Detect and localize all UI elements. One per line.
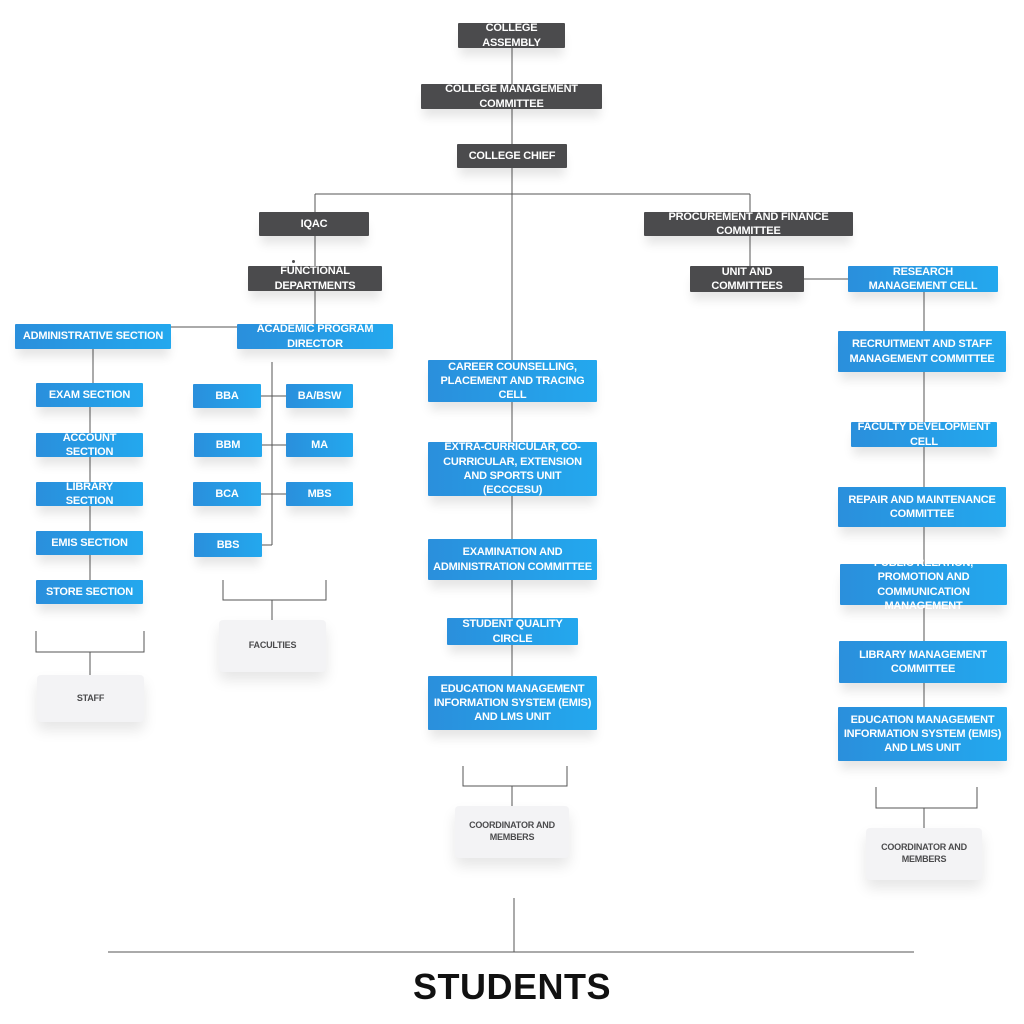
staff-label: STAFF	[76, 692, 105, 703]
college-chief-label: COLLEGE CHIEF	[468, 149, 556, 162]
college-management-committee-label: COLLEGE MANAGEMENT COMMITTEE	[445, 83, 578, 110]
program-box: MA	[286, 433, 353, 457]
college-assembly-box: COLLEGE ASSEMBLY	[458, 22, 565, 49]
center-unit-box: CAREER COUNSELLING, PLACEMENT AND TRACIN…	[428, 360, 597, 402]
right-committee-box: LIBRARY MANAGEMENT COMMITTEE	[839, 641, 1007, 683]
right-coordinator-label: COORDINATOR AND MEMBERS	[881, 842, 967, 864]
section-label: EMIS SECTION	[51, 536, 128, 549]
academic-program-director-label: ACADEMIC PROGRAM DIRECTOR	[256, 323, 374, 350]
administrative-section-label: ADMINISTRATIVE SECTION	[22, 330, 164, 343]
program-box: MBS	[286, 482, 353, 506]
center-unit-label: CAREER COUNSELLING, PLACEMENT AND TRACIN…	[440, 360, 585, 402]
section-box: EXAM SECTION	[36, 383, 143, 407]
program-label: MBS	[307, 487, 332, 500]
program-box: BA/BSW	[286, 384, 353, 408]
program-label: BBM	[215, 438, 241, 451]
unit-and-committees-label: UNIT AND COMMITTEES	[711, 265, 783, 292]
procurement-label: PROCUREMENT AND FINANCE COMMITTEE	[668, 210, 829, 237]
section-box: STORE SECTION	[36, 580, 143, 604]
center-unit-box: STUDENT QUALITY CIRCLE	[447, 618, 578, 645]
program-label: BBA	[215, 389, 239, 402]
section-box: LIBRARY SECTION	[36, 480, 143, 507]
program-label: MA	[311, 438, 328, 451]
right-committee-box: RECRUITMENT AND STAFF MANAGEMENT COMMITT…	[838, 331, 1006, 372]
section-box: ACCOUNT SECTION	[36, 431, 143, 458]
program-label: BBS	[216, 538, 240, 551]
program-box: BCA	[193, 482, 261, 506]
faculties-box: FACULTIES	[219, 620, 326, 672]
center-unit-label: EXTRA-CURRICULAR, CO-CURRICULAR, EXTENSI…	[443, 441, 582, 497]
right-committee-label: EDUCATION MANAGEMENT INFORMATION SYSTEM …	[843, 713, 1002, 755]
right-committee-box: FACULTY DEVELOPMENT CELL	[851, 421, 997, 448]
section-label: LIBRARY SECTION	[65, 480, 114, 507]
procurement-box: PROCUREMENT AND FINANCE COMMITTEE	[644, 210, 853, 237]
research-cell-label: RESEARCH MANAGEMENT CELL	[868, 265, 978, 292]
center-unit-label: EXAMINATION AND ADMINISTRATION COMMITTEE	[433, 546, 592, 573]
center-unit-box: EXAMINATION AND ADMINISTRATION COMMITTEE	[428, 539, 597, 580]
right-coordinator-box: COORDINATOR AND MEMBERS	[866, 828, 982, 880]
functional-departments-label: FUNCTIONAL DEPARTMENTS	[274, 265, 356, 292]
research-cell-box: RESEARCH MANAGEMENT CELL	[848, 266, 998, 292]
program-box: BBA	[193, 384, 261, 408]
center-unit-label: EDUCATION MANAGEMENT INFORMATION SYSTEM …	[433, 682, 592, 724]
college-chief-box: COLLEGE CHIEF	[457, 144, 567, 168]
center-unit-label: STUDENT QUALITY CIRCLE	[462, 618, 563, 645]
college-assembly-label: COLLEGE ASSEMBLY	[482, 22, 541, 49]
section-label: EXAM SECTION	[48, 388, 131, 401]
section-label: ACCOUNT SECTION	[62, 431, 117, 458]
staff-box: STAFF	[37, 675, 144, 722]
program-box: BBS	[194, 533, 262, 557]
section-label: STORE SECTION	[45, 585, 134, 598]
right-committee-label: LIBRARY MANAGEMENT COMMITTEE	[859, 648, 987, 675]
right-committee-box: PUBLIC RELATION, PROMOTION AND COMMUNICA…	[840, 557, 1007, 612]
faculties-label: FACULTIES	[248, 640, 297, 651]
center-coordinator-box: COORDINATOR AND MEMBERS	[455, 806, 569, 858]
students-title: STUDENTS	[412, 966, 611, 1007]
dot-marker	[292, 260, 295, 263]
center-unit-box: EXTRA-CURRICULAR, CO-CURRICULAR, EXTENSI…	[428, 441, 597, 497]
right-committee-box: REPAIR AND MAINTENANCE COMMITTEE	[838, 487, 1006, 527]
section-box: EMIS SECTION	[36, 531, 143, 555]
program-box: BBM	[194, 433, 262, 457]
center-coordinator-label: COORDINATOR AND MEMBERS	[469, 820, 555, 842]
program-label: BA/BSW	[297, 389, 342, 402]
right-committee-label: RECRUITMENT AND STAFF MANAGEMENT COMMITT…	[849, 338, 995, 365]
academic-program-director-box: ACADEMIC PROGRAM DIRECTOR	[237, 323, 393, 350]
functional-departments-box: FUNCTIONAL DEPARTMENTS	[248, 265, 382, 292]
program-label: BCA	[215, 487, 239, 500]
right-committee-box: EDUCATION MANAGEMENT INFORMATION SYSTEM …	[838, 707, 1007, 761]
college-management-committee-box: COLLEGE MANAGEMENT COMMITTEE	[421, 83, 602, 110]
iqac-box: IQAC	[259, 212, 369, 236]
right-committee-label: REPAIR AND MAINTENANCE COMMITTEE	[848, 493, 996, 520]
right-committee-label: PUBLIC RELATION, PROMOTION AND COMMUNICA…	[873, 556, 974, 612]
administrative-section-box: ADMINISTRATIVE SECTION	[15, 324, 171, 349]
right-committee-label: FACULTY DEVELOPMENT CELL	[857, 421, 991, 448]
center-unit-box: EDUCATION MANAGEMENT INFORMATION SYSTEM …	[428, 676, 597, 730]
unit-and-committees-box: UNIT AND COMMITTEES	[690, 266, 804, 292]
iqac-label: IQAC	[300, 217, 328, 230]
